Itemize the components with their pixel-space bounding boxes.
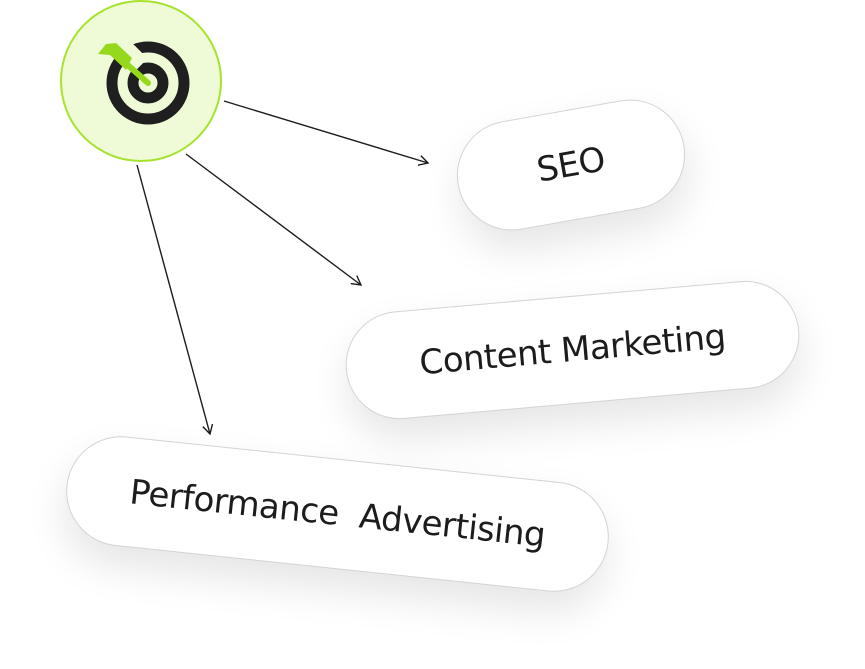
- arrow-to-content-marketing: [185, 153, 363, 286]
- node-label: Content Marketing: [417, 316, 728, 384]
- arrow-to-performance-advertising: [136, 164, 214, 436]
- node-label: SEO: [533, 139, 609, 191]
- target-arrow-icon: [98, 37, 190, 125]
- node-label: Performance Advertising: [127, 472, 548, 556]
- arrow-to-seo: [223, 100, 430, 166]
- goal-hub: [60, 0, 222, 162]
